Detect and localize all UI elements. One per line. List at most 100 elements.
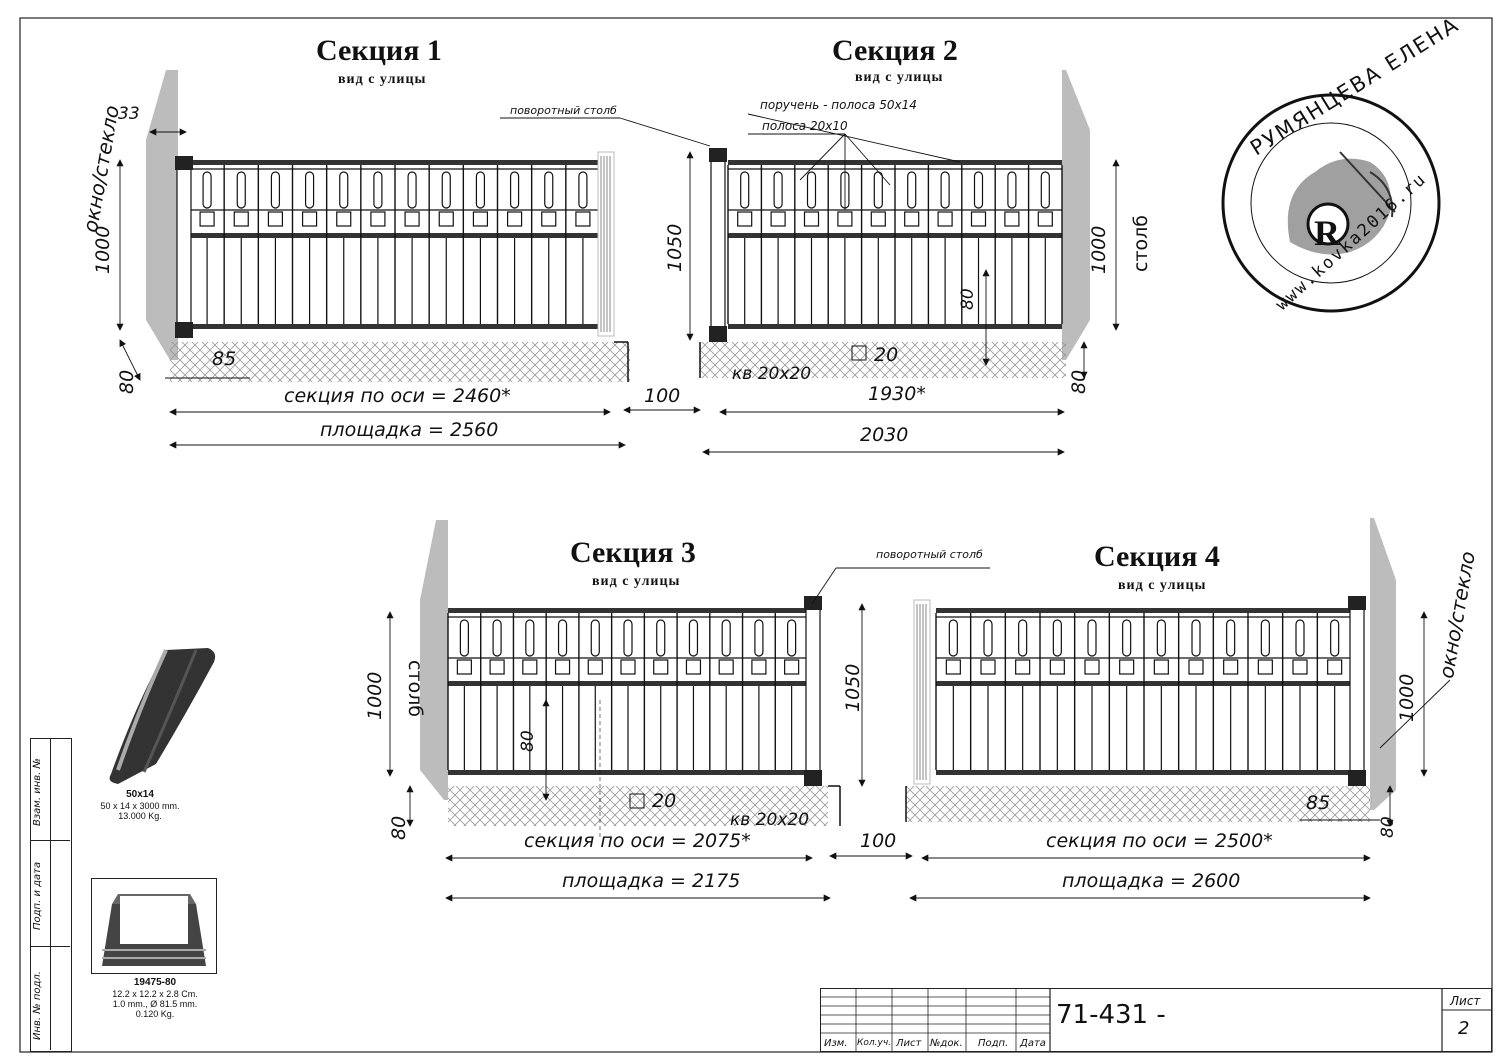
s2-end-post-cap — [709, 148, 727, 162]
s4-fence-square-element — [1188, 659, 1204, 675]
s4-fence-oval-element — [948, 619, 958, 657]
s4-fence-square-element — [1292, 659, 1308, 675]
s3-wall — [420, 520, 448, 800]
s2-fence-oval-element — [873, 171, 883, 209]
s4-window-leader — [1379, 679, 1451, 749]
author-stamp-logo — [1221, 93, 1441, 313]
tb-sheet-number: 2 — [1458, 1018, 1470, 1039]
s3-fence-oval-element — [721, 619, 731, 657]
s4-fence-oval-element — [1295, 619, 1305, 657]
s2-strip-label: полоса 20х10 — [762, 119, 848, 133]
s3-turn-post-base — [804, 770, 822, 786]
post-cap-image-frame — [91, 878, 217, 974]
s1-end-post-base — [175, 322, 193, 338]
s2-end-post — [710, 151, 726, 341]
s3-fence-square-element — [653, 659, 669, 675]
s4-wall — [1370, 518, 1396, 810]
side-stamp-box — [30, 738, 72, 1052]
s2-fence-handrail — [728, 160, 1062, 165]
part1-line1: 50 x 14 x 3000 mm. — [100, 801, 180, 811]
section2-subtitle: вид с улицы — [855, 70, 944, 85]
s1-base-arrow — [119, 339, 141, 381]
s2-square-label: кв 20х20 — [732, 364, 812, 384]
s4-end-post-base — [1348, 770, 1366, 786]
s3-fence-square-element — [620, 659, 636, 675]
s4-fence-oval-element — [1018, 619, 1028, 657]
section1-title: Секция 1 — [316, 34, 442, 67]
s2-fence-square-element — [803, 211, 820, 227]
s4-fence-oval-element — [1226, 619, 1236, 657]
tb-col-izm: Изм. — [824, 1038, 848, 1049]
s4-ground — [906, 786, 1370, 822]
s4-fence-square-element — [1015, 659, 1031, 675]
s3-fence-bottom-rail — [448, 770, 808, 775]
s4-fence-square-element — [1153, 659, 1169, 675]
s1-turn-post-label: поворотный столб — [510, 104, 617, 117]
s3-fence-oval-element — [656, 619, 666, 657]
s3-fence-square-element — [554, 659, 571, 675]
s2-strip-leader-c — [844, 133, 891, 186]
side-stamp-sign: Подп. и дата — [32, 861, 43, 930]
s2-square-symbol — [851, 345, 867, 361]
s3-fence-main-rail — [448, 681, 808, 686]
s3-platform-dim: площадка = 2175 — [562, 870, 741, 892]
s3-turn-post — [805, 599, 821, 785]
s3-fence-oval-element — [459, 619, 469, 657]
tb-col-kol: Кол.уч. — [857, 1038, 892, 1048]
s2-fence-oval-element — [1040, 171, 1050, 209]
s4-fence-square-element — [1327, 659, 1343, 675]
s1-fence-oval-element — [475, 171, 486, 209]
s1-end-post-cap — [175, 156, 193, 170]
s3-fence-square-element — [489, 659, 505, 675]
s1-fence-square-element — [404, 211, 420, 227]
s3-square-dim: 20 — [652, 790, 677, 812]
tb-col-doc: №док. — [930, 1038, 963, 1049]
s2-fence-bottom-rail — [728, 324, 1062, 329]
s2-gap-dim: 80 — [958, 288, 978, 310]
tb-col-sign: Подп. — [978, 1038, 1009, 1049]
s1-fence-square-element — [575, 211, 591, 227]
s2-fence-square-element — [937, 211, 953, 227]
s2-fence-square-element — [904, 211, 920, 227]
s1-fence-oval-element — [339, 171, 349, 209]
tb-col-date: Дата — [1020, 1038, 1046, 1049]
s3-fence-square-element — [587, 659, 603, 675]
s3-fence-oval-element — [754, 619, 764, 657]
s3-height-dim: 1000 — [364, 671, 386, 720]
s2-fence-oval-element — [1007, 171, 1017, 209]
side-stamp-replace: Взам. инв. № — [32, 758, 43, 826]
s1-fence-oval-element — [441, 171, 451, 209]
s4-fence-square-element — [1223, 659, 1239, 675]
s4-fence-bottom-rail — [936, 770, 1352, 775]
s1-axis-dim: секция по оси = 2460* — [284, 385, 511, 407]
s4-fence-square-element — [1119, 659, 1135, 675]
s3-square-symbol — [629, 793, 645, 809]
tb-doc-number: 71-431 - — [1056, 1000, 1166, 1030]
s2-fence-square-element — [870, 211, 886, 227]
s3-fence-square-element — [685, 659, 702, 675]
s1-fence-oval-element — [202, 171, 212, 209]
s1-fence-oval-element — [373, 171, 383, 209]
side-stamp-row1 — [30, 840, 70, 841]
s3-fence-square-element — [456, 659, 472, 675]
s4-fence-handrail — [936, 608, 1352, 613]
s1-fence-handrail — [190, 160, 600, 165]
s1-fence-oval-element — [304, 171, 315, 209]
s1-fence-oval-element — [236, 171, 246, 209]
s4-platform-dim: площадка = 2600 — [1062, 870, 1241, 892]
s3-turn-leader-2 — [811, 567, 837, 605]
s1-fence-square-element — [301, 211, 318, 227]
s2-strip-leader-a — [799, 133, 846, 181]
s2-end-post-base — [709, 326, 727, 342]
s2-fence-square-element — [837, 211, 853, 227]
s2-fence-square-element — [1037, 211, 1053, 227]
sheet-frame — [19, 17, 1493, 1053]
s3-fence-square-element — [522, 659, 538, 675]
s2-fence-oval-element — [740, 171, 750, 209]
s3-fence-oval-element — [623, 619, 633, 657]
s1-fence-bottom-rail — [190, 324, 600, 329]
s2-fence-square-element — [737, 211, 753, 227]
s1-fence-square-element — [541, 211, 557, 227]
